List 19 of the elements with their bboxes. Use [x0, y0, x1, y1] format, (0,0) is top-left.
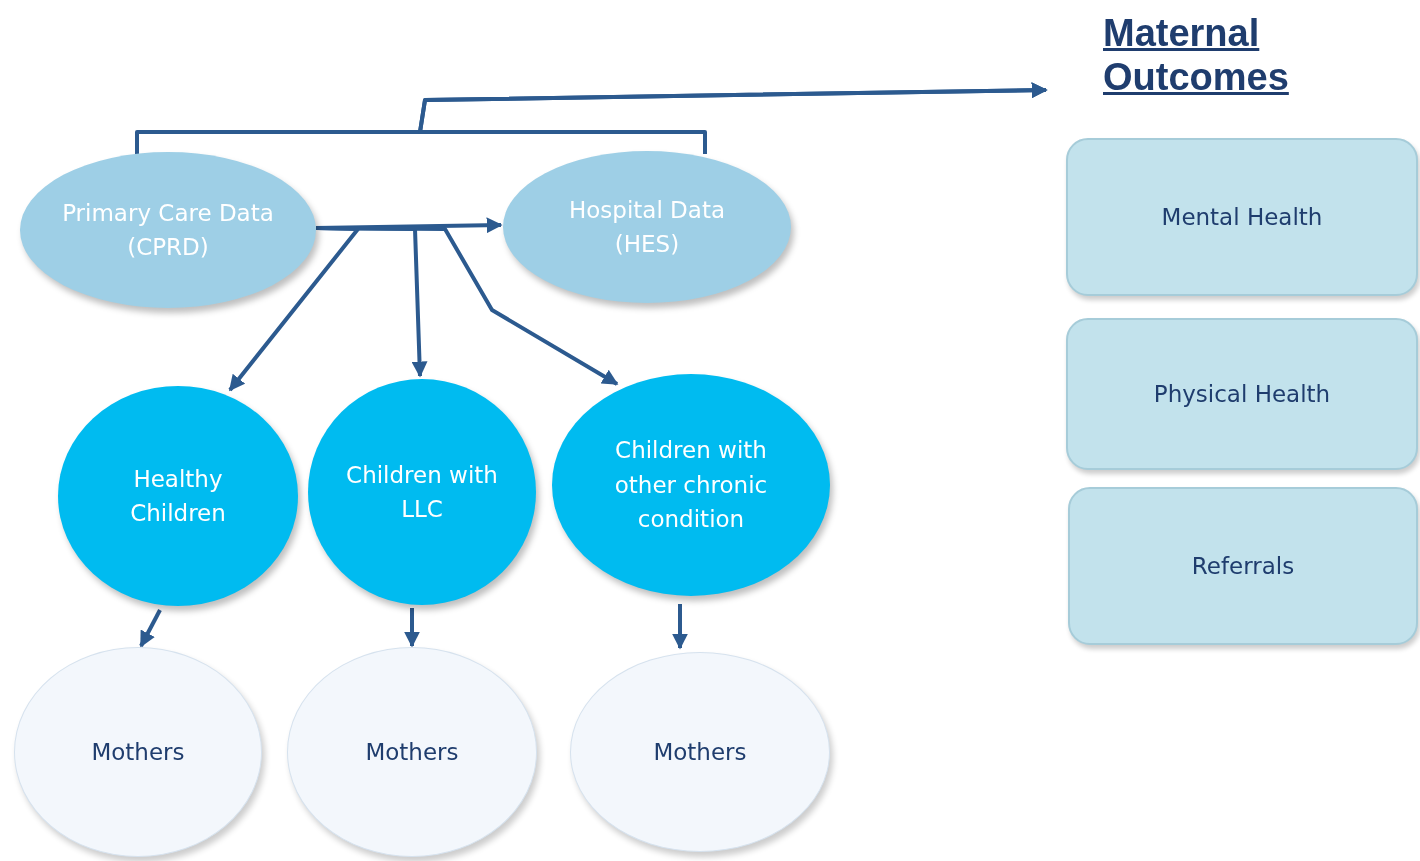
- arrow: [139, 609, 162, 648]
- outcome-box: [1066, 138, 1418, 296]
- node-label: Referrals: [1191, 551, 1295, 581]
- node-label: Children with other chronic condition: [613, 436, 769, 535]
- arrow: [672, 604, 688, 650]
- section-heading: Maternal Outcomes: [1103, 12, 1290, 100]
- arrow: [404, 608, 420, 648]
- node-label: Physical Health: [1153, 379, 1331, 409]
- node-label: Children with LLC: [345, 460, 499, 524]
- node-label: Mothers: [91, 737, 185, 767]
- node-label: Healthy Children: [129, 464, 227, 528]
- outcome-box: [1066, 318, 1418, 470]
- node-label: Mothers: [365, 737, 459, 767]
- node-label: Primary Care Data (CPRD): [61, 198, 275, 262]
- outcome-box: [1068, 487, 1418, 645]
- node-label: Mental Health: [1161, 202, 1323, 232]
- node-label: Mothers: [653, 737, 747, 767]
- arrow: [418, 82, 1048, 154]
- node-label: Hospital Data (HES): [567, 195, 727, 259]
